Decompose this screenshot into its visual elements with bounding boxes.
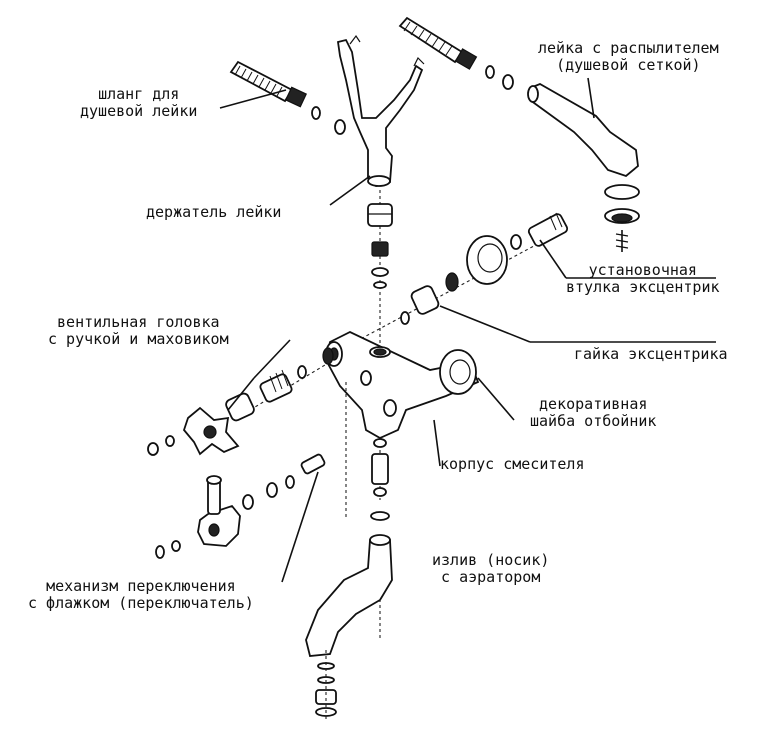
switch-mechanism-part <box>155 453 326 559</box>
label-bushing-line2: втулка эксцентрик <box>566 278 720 296</box>
valve-head-part <box>147 347 334 456</box>
shower-hose-part <box>229 60 346 135</box>
label-holder: держатель лейки <box>146 203 282 221</box>
eccentric-parts <box>400 212 569 325</box>
label-bushing: установочная втулка эксцентрик <box>566 262 720 296</box>
label-hose-line2: душевой лейки <box>80 102 198 120</box>
label-nut: гайка эксцентрика <box>574 345 728 363</box>
label-valve-head-line2: с ручкой и маховиком <box>48 330 229 348</box>
leader-lines <box>219 77 716 583</box>
mixer-body-part <box>325 330 480 440</box>
label-shower-head: лейка с распылителем (душевой сеткой) <box>538 40 719 74</box>
label-spout-line2: с аэратором <box>441 568 541 586</box>
label-valve-head-line1: вентильная головка <box>57 313 220 331</box>
label-switch: механизм переключения с флажком (переклю… <box>28 578 254 612</box>
label-washer: декоративная шайба отбойник <box>530 396 656 430</box>
label-bushing-line1: установочная <box>588 261 697 279</box>
shower-head-part <box>398 16 640 252</box>
label-valve-head: вентильная головка с ручкой и маховиком <box>48 314 229 348</box>
label-washer-line1: декоративная <box>539 395 648 413</box>
holder-part <box>336 34 425 188</box>
label-hose: шланг для душевой лейки <box>80 86 197 120</box>
label-spout-line1: излив (носик) <box>432 551 550 569</box>
label-shower-head-line1: лейка с распылителем <box>538 39 719 57</box>
label-spout: излив (носик) с аэратором <box>432 552 549 586</box>
label-switch-line2: с флажком (переключатель) <box>28 594 254 612</box>
body-lower-parts <box>370 438 390 521</box>
label-switch-line1: механизм переключения <box>46 577 236 595</box>
label-washer-line2: шайба отбойник <box>530 412 657 430</box>
spout-part <box>305 534 393 717</box>
label-shower-head-line2: (душевой сеткой) <box>556 56 701 74</box>
holder-nuts <box>367 203 393 289</box>
label-body: корпус смесителя <box>440 455 585 473</box>
label-hose-line1: шланг для <box>98 85 180 103</box>
